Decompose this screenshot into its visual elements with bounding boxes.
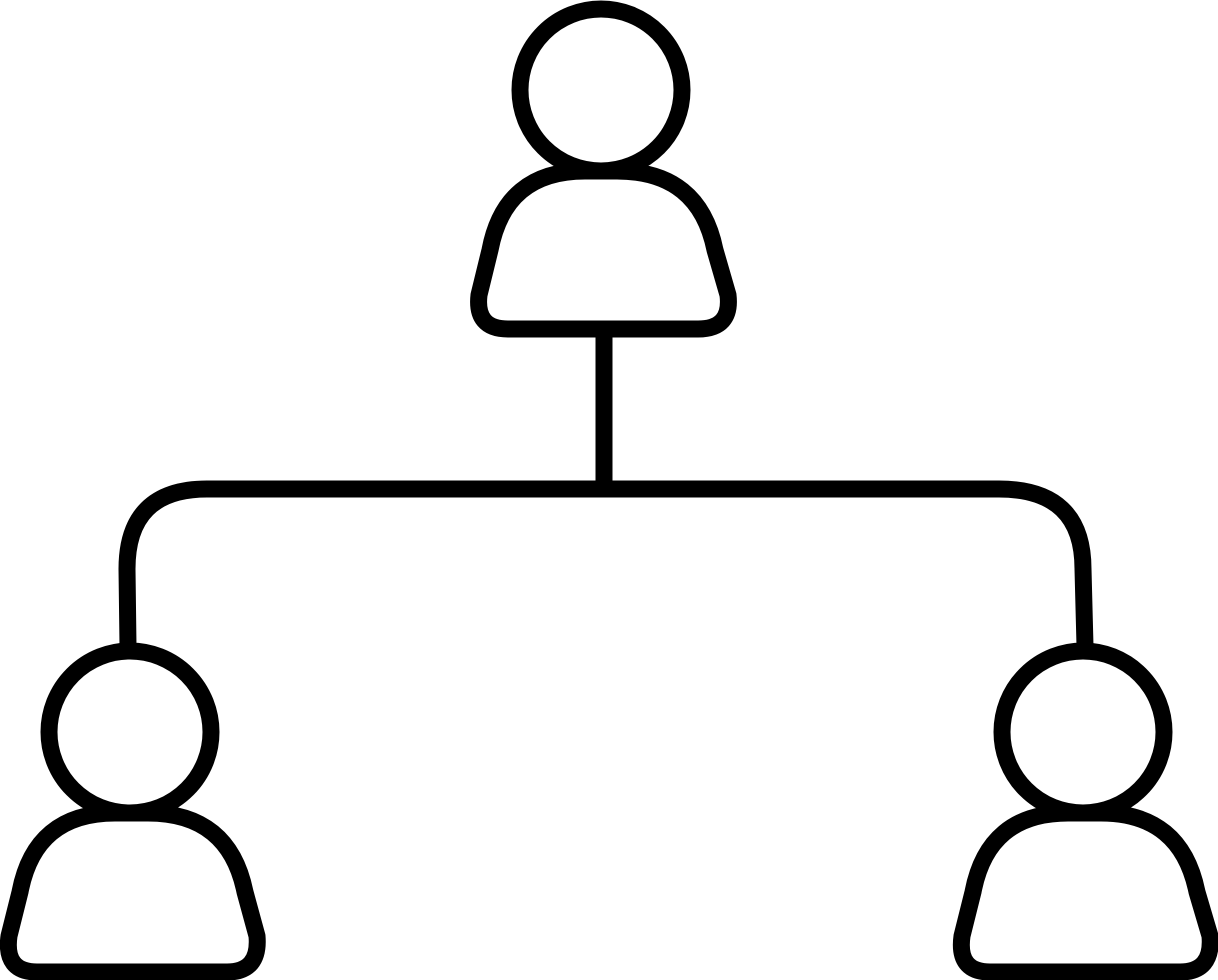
connector-lines (118, 330, 1094, 647)
person-top-body (470, 162, 737, 338)
connector-left-branch (118, 480, 604, 647)
person-icon-bottom-left (0, 642, 266, 980)
connector-right-branch (604, 480, 1094, 647)
person-icon-bottom-right (952, 642, 1218, 980)
person-bottom-left-body (0, 804, 266, 980)
person-top-head (511, 0, 691, 180)
person-bottom-left-head (40, 642, 220, 822)
person-bottom-right-body (952, 804, 1218, 980)
person-icon-top (470, 0, 737, 338)
person-bottom-right-head (993, 642, 1173, 822)
